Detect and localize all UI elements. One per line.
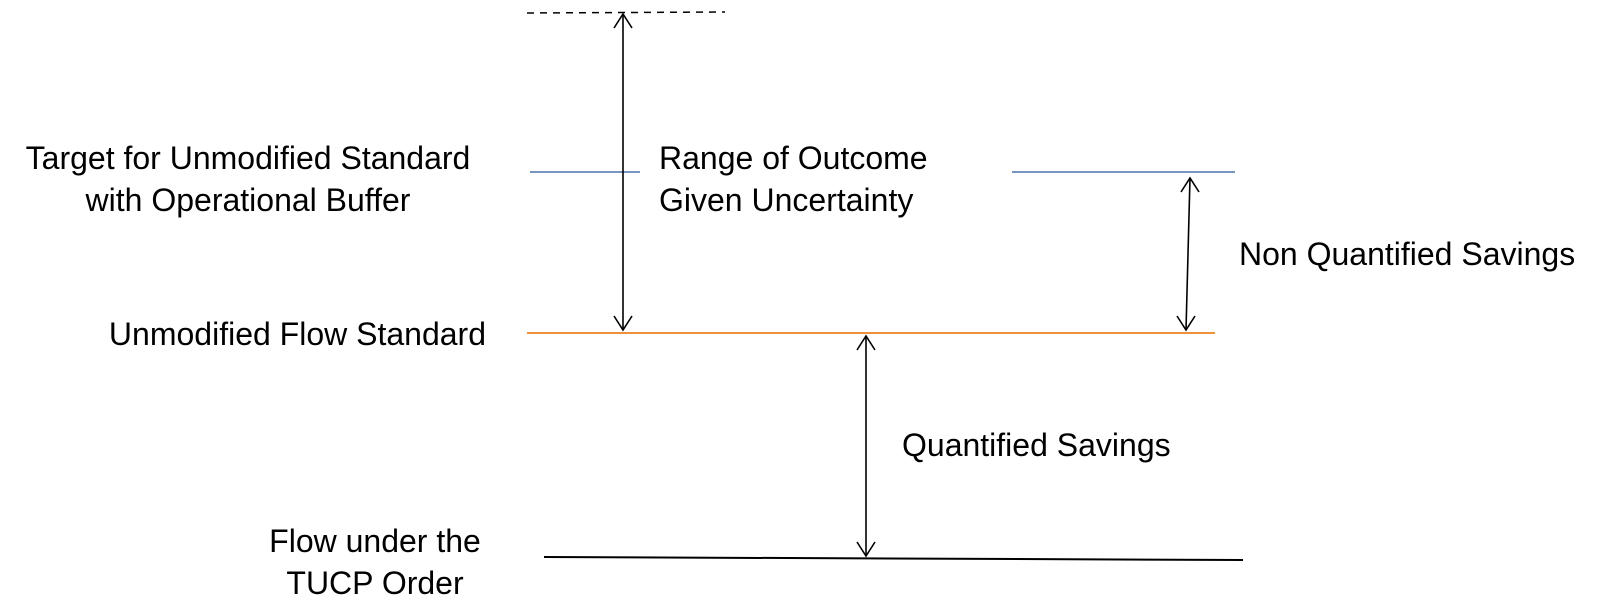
range-label: Range of Outcome Given Uncertainty [659,137,928,221]
tucp-flow-line [543,556,1244,561]
quantified-label: Quantified Savings [902,427,1171,463]
tucp-label-line2: TUCP Order [286,565,464,601]
quantified-arrow [856,334,876,558]
non-quantified-arrow [1176,176,1200,332]
unmodified-flow-label: Unmodified Flow Standard [108,316,486,352]
tucp-label: Flow under the TUCP Order [248,520,502,604]
non-quantified-label: Non Quantified Savings [1239,236,1576,272]
top-dashed-line [526,11,726,14]
range-label-line2: Given Uncertainty [659,182,914,218]
target-label-line2: with Operational Buffer [85,182,411,218]
range-label-line1: Range of Outcome [659,140,928,176]
target-label: Target for Unmodified Standard with Oper… [8,137,488,221]
range-arrow [613,12,633,332]
target-label-line1: Target for Unmodified Standard [25,140,471,176]
tucp-label-line1: Flow under the [269,523,481,559]
